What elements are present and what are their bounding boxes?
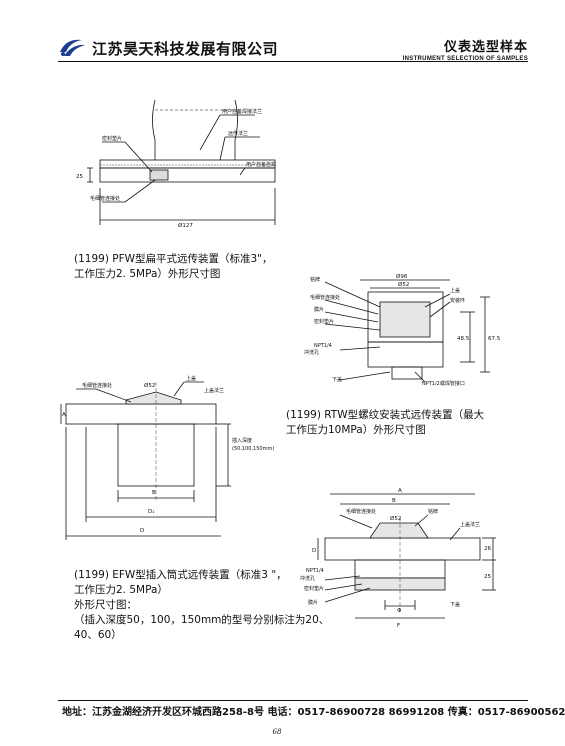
- fig4-label-diaphragm: 膜片: [308, 599, 318, 606]
- figure-efw-drawing: 毛细管连接处 Ø52 上盖 上盖法兰 插入深度 (50,100,150mm) A…: [60, 375, 274, 540]
- company-name: 江苏昊天科技发展有限公司: [92, 41, 279, 58]
- efw-label-capillary-joint: 毛细管连接处: [82, 382, 112, 389]
- efw-dim-diameter: Ø52: [144, 382, 155, 389]
- rtw-label-install-ring: 安装环: [450, 297, 465, 304]
- pfw-label-user-bolt: 用户自备自扣: [246, 161, 276, 168]
- fig4-dim-phi: Φ: [397, 608, 402, 614]
- rtw-label-npt-2: 冲洗孔: [304, 349, 319, 356]
- fig4-label-gasket: 密封垫片: [304, 585, 324, 592]
- company-logo-icon: [60, 39, 85, 56]
- efw-caption-line-4: （插入深度50，100，150mm的型号分别标注为20、: [74, 614, 330, 626]
- fig4-dim-b: B: [392, 498, 396, 504]
- efw-caption-line-1: (1199) EFW型插入筒式远传装置（标准3 "，: [74, 569, 287, 581]
- rtw-caption: (1199) RTW型螺纹安装式远传装置（最大 工作压力10MPa）外形尺寸图: [286, 408, 484, 438]
- pfw-dim-diameter: Ø127: [178, 222, 193, 229]
- efw-label-upper-cover: 上盖: [186, 375, 196, 382]
- fig4-label-upper-flange: 上盖法兰: [460, 521, 480, 528]
- efw-dim-d1: D₁: [148, 509, 154, 515]
- efw-caption-line-3: 外形尺寸图：: [74, 599, 137, 611]
- fig4-dim-f: F: [397, 623, 400, 629]
- figure-pfw-drawing: 用户自备焊接法兰 远传法兰 用户自备自扣 密封垫片 毛细管连接处 25 Ø127: [76, 99, 276, 229]
- rtw-dim-h1: 48.5: [457, 336, 470, 342]
- pfw-caption-line-1: (1199) PFW型扁平式远传装置（标准3"，: [74, 253, 273, 265]
- fig4-label-capillary-joint: 毛细管连接处: [346, 508, 376, 515]
- rtw-caption-line-1: (1199) RTW型螺纹安装式远传装置（最大: [286, 409, 485, 421]
- footer-address: 地址：江苏金湖经济开发区环城西路258-8号 电话：0517-86900728 …: [62, 707, 565, 718]
- rtw-dim-h2: 67.5: [488, 336, 501, 342]
- fig4-label-npt-2: 冲洗孔: [300, 575, 315, 582]
- rtw-label-upper-cover: 上盖: [450, 287, 460, 294]
- pfw-label-remote-flange: 远传法兰: [228, 130, 248, 137]
- efw-dim-d: D: [140, 528, 144, 534]
- fig4-dim-26: 26: [484, 546, 491, 552]
- header-title-block: 仪表选型样本 INSTRUMENT SELECTION OF SAMPLES: [403, 36, 528, 62]
- figure-flange-drawing: A B 毛细管连接处 Ø52 铭牌 上盖法兰 NPT1/4 冲洗孔 密封垫片 膜…: [300, 488, 496, 629]
- rtw-caption-line-2: 工作压力10MPa）外形尺寸图: [286, 424, 426, 436]
- fig4-dim-d: D: [312, 548, 316, 554]
- pfw-label-capillary-joint: 毛细管连接处: [90, 195, 120, 202]
- rtw-label-npt-bottom: NPT1/2或焊管接口: [422, 380, 465, 387]
- page-number: 68: [272, 728, 282, 736]
- efw-label-upper-flange: 上盖法兰: [204, 387, 224, 394]
- header-divider: [58, 61, 528, 62]
- efw-caption-line-5: 40、60）: [74, 629, 122, 641]
- rtw-label-npt-1: NPT1/4: [314, 343, 332, 349]
- pfw-label-gasket: 密封垫片: [102, 135, 122, 142]
- rtw-label-diaphragm: 膜片: [314, 306, 324, 313]
- header-subtitle: INSTRUMENT SELECTION OF SAMPLES: [402, 56, 528, 62]
- fig4-dim-25: 25: [484, 574, 491, 580]
- rtw-dim-inner: Ø52: [398, 281, 409, 288]
- header-title: 仪表选型样本: [443, 39, 528, 54]
- pfw-label-user-weld-flange: 用户自备焊接法兰: [222, 108, 262, 115]
- fig4-label-nameplate: 铭牌: [428, 508, 438, 515]
- fig4-label-lower-cover: 下盖: [450, 601, 460, 608]
- fig4-dim-a: A: [398, 488, 402, 494]
- rtw-label-nameplate: 铭牌: [310, 276, 320, 283]
- efw-label-depth-2: (50,100,150mm): [232, 446, 274, 452]
- figure-rtw-drawing: 铭牌 毛细管连接处 膜片 密封垫片 NPT1/4 冲洗孔 下盖 上盖 安装环 N…: [304, 273, 501, 387]
- rtw-label-lower-cover: 下盖: [332, 376, 342, 383]
- footer-divider: [58, 700, 528, 701]
- efw-label-depth-1: 插入深度: [232, 437, 252, 444]
- rtw-label-capillary-joint: 毛细管连接处: [310, 294, 340, 301]
- rtw-label-gasket: 密封垫片: [314, 318, 334, 325]
- pfw-caption-line-2: 工作压力2. 5MPa）外形尺寸图: [74, 268, 221, 280]
- efw-caption-line-2: 工作压力2. 5MPa）: [74, 584, 168, 596]
- fig4-label-npt-1: NPT1/4: [306, 568, 324, 574]
- fig4-dim-diameter: Ø52: [390, 515, 401, 522]
- pfw-caption: (1199) PFW型扁平式远传装置（标准3"， 工作压力2. 5MPa）外形尺…: [74, 252, 273, 282]
- efw-dim-a: A: [62, 412, 66, 418]
- pfw-dim-height: 25: [76, 174, 83, 180]
- efw-dim-b: B: [152, 490, 156, 496]
- page-header: 江苏昊天科技发展有限公司 仪表选型样本 INSTRUMENT SELECTION…: [0, 0, 554, 62]
- rtw-dim-outer: Ø96: [396, 273, 408, 280]
- efw-caption: (1199) EFW型插入筒式远传装置（标准3 "， 工作压力2. 5MPa） …: [74, 568, 329, 643]
